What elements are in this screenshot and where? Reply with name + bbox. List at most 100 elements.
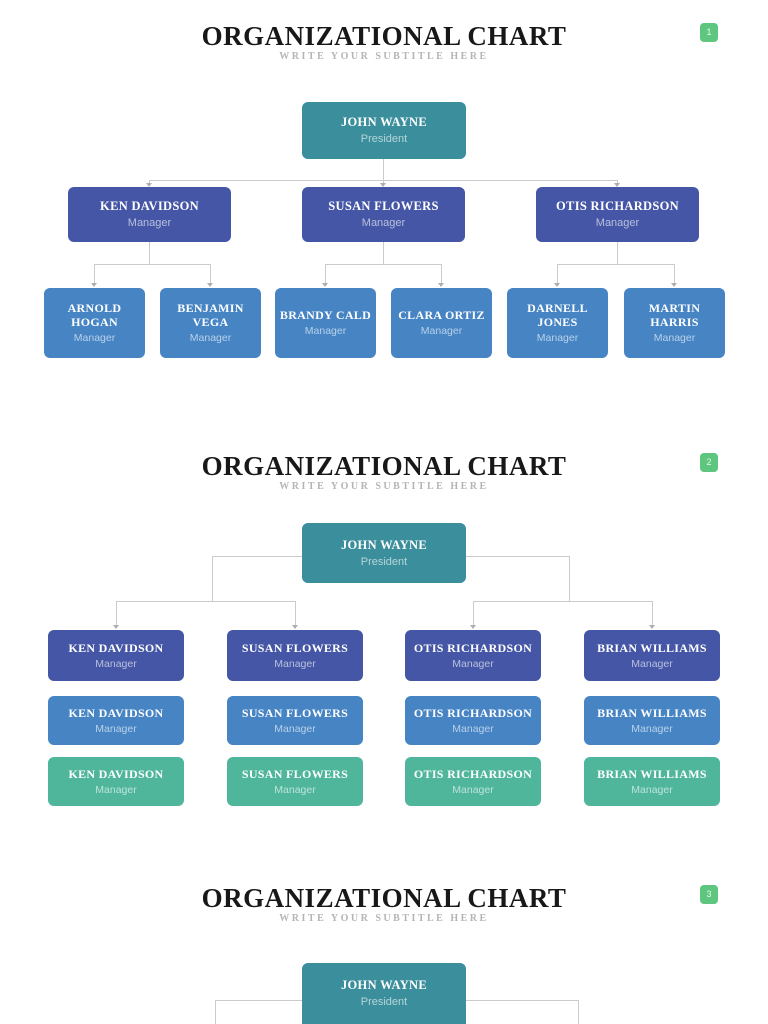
person-role: Manager: [631, 657, 673, 670]
org-node-manager: SUSAN FLOWERS Manager: [227, 757, 363, 806]
connector-arrow-icon: [380, 183, 386, 187]
person-role: President: [360, 133, 408, 145]
person-name: KEN DAVIDSON: [68, 705, 164, 720]
person-role: Manager: [189, 332, 232, 344]
person-name: JOHN WAYNE: [340, 978, 427, 992]
connector-line: [617, 180, 618, 184]
org-node-president: JOHN WAYNE President: [302, 523, 466, 583]
person-role: Manager: [452, 722, 494, 735]
connector-line: [295, 601, 296, 625]
page-number-badge: 3: [700, 885, 718, 904]
org-node-manager: OTIS RICHARDSON Manager: [405, 696, 541, 745]
connector-line: [149, 180, 150, 184]
connector-line: [473, 601, 652, 602]
connector-line: [94, 264, 95, 283]
connector-line: [212, 556, 302, 557]
page-title: ORGANIZATIONAL CHART: [201, 883, 567, 913]
org-node-manager: SUSAN FLOWERS Manager: [227, 696, 363, 745]
org-node-president: JOHN WAYNE President: [302, 963, 466, 1024]
connector-line: [116, 601, 295, 602]
org-node-manager: BRIAN WILLIAMS Manager: [584, 757, 720, 806]
org-node-manager: ARNOLD HOGAN Manager: [44, 288, 145, 358]
connector-line: [149, 242, 150, 264]
page-title: ORGANIZATIONAL CHART: [201, 21, 567, 51]
connector-line: [557, 264, 675, 265]
connector-line: [674, 264, 675, 283]
person-role: Manager: [631, 722, 673, 735]
person-role: Manager: [95, 657, 137, 670]
person-name: BRANDY CALD: [279, 308, 372, 322]
org-node-manager: BRANDY CALD Manager: [275, 288, 376, 358]
connector-arrow-icon: [437, 283, 444, 287]
person-name: OTIS RICHARDSON: [413, 640, 533, 655]
connector-arrow-icon: [112, 625, 119, 629]
person-role: Manager: [274, 783, 316, 796]
person-name: SUSAN FLOWERS: [241, 766, 349, 781]
connector-line: [116, 601, 117, 625]
person-name: BRIAN WILLIAMS: [597, 705, 707, 720]
org-node-president: JOHN WAYNE President: [302, 102, 466, 159]
person-role: President: [360, 996, 408, 1008]
org-node-manager: KEN DAVIDSON Manager: [48, 630, 184, 681]
connector-line: [557, 264, 558, 283]
person-name: ARNOLD HOGAN: [67, 301, 122, 329]
page-title: ORGANIZATIONAL CHART: [201, 451, 567, 481]
connector-line: [215, 1000, 216, 1024]
page-subtitle: WRITE YOUR SUBTITLE HERE: [279, 481, 489, 492]
org-node-manager: OTIS RICHARDSON Manager: [536, 187, 699, 242]
person-role: Manager: [95, 722, 137, 735]
connector-line: [473, 601, 474, 625]
connector-line: [466, 556, 569, 557]
org-node-manager: KEN DAVIDSON Manager: [68, 187, 231, 242]
person-name: KEN DAVIDSON: [68, 640, 164, 655]
page-number-badge: 2: [700, 453, 718, 472]
connector-line: [325, 264, 326, 283]
connector-line: [383, 159, 384, 180]
person-name: JOHN WAYNE: [340, 115, 427, 129]
connector-arrow-icon: [469, 625, 476, 629]
connector-arrow-icon: [553, 283, 560, 287]
person-role: Manager: [304, 325, 347, 337]
person-role: Manager: [274, 722, 316, 735]
person-name: OTIS RICHARDSON: [413, 766, 533, 781]
connector-line: [383, 242, 384, 264]
person-role: Manager: [595, 217, 640, 229]
connector-line: [325, 264, 442, 265]
person-name: MARTIN HARRIS: [648, 301, 701, 329]
org-node-manager: SUSAN FLOWERS Manager: [302, 187, 465, 242]
person-name: SUSAN FLOWERS: [241, 640, 349, 655]
org-node-manager: SUSAN FLOWERS Manager: [227, 630, 363, 681]
org-node-manager: BENJAMIN VEGA Manager: [160, 288, 261, 358]
org-node-manager: BRIAN WILLIAMS Manager: [584, 630, 720, 681]
connector-line: [441, 264, 442, 283]
connector-line: [617, 242, 618, 264]
org-node-manager: KEN DAVIDSON Manager: [48, 757, 184, 806]
page-number-badge: 1: [700, 23, 718, 42]
person-name: KEN DAVIDSON: [68, 766, 164, 781]
person-role: President: [360, 555, 408, 568]
org-node-manager: OTIS RICHARDSON Manager: [405, 757, 541, 806]
org-node-manager: BRIAN WILLIAMS Manager: [584, 696, 720, 745]
org-node-manager: DARNELL JONES Manager: [507, 288, 608, 358]
connector-line: [94, 264, 211, 265]
connector-arrow-icon: [90, 283, 97, 287]
org-node-manager: CLARA ORTIZ Manager: [391, 288, 492, 358]
connector-arrow-icon: [648, 625, 655, 629]
connector-arrow-icon: [206, 283, 213, 287]
connector-line: [578, 1000, 579, 1024]
person-name: OTIS RICHARDSON: [413, 705, 533, 720]
person-role: Manager: [95, 783, 137, 796]
person-name: CLARA ORTIZ: [398, 308, 485, 322]
connector-line: [569, 556, 570, 601]
page-subtitle: WRITE YOUR SUBTITLE HERE: [279, 913, 489, 924]
connector-line: [652, 601, 653, 625]
org-node-manager: KEN DAVIDSON Manager: [48, 696, 184, 745]
person-role: Manager: [274, 657, 316, 670]
person-role: Manager: [452, 783, 494, 796]
connector-line: [212, 556, 213, 601]
person-name: OTIS RICHARDSON: [556, 199, 679, 213]
person-role: Manager: [127, 217, 172, 229]
org-node-manager: MARTIN HARRIS Manager: [624, 288, 725, 358]
person-name: DARNELL JONES: [527, 301, 588, 329]
